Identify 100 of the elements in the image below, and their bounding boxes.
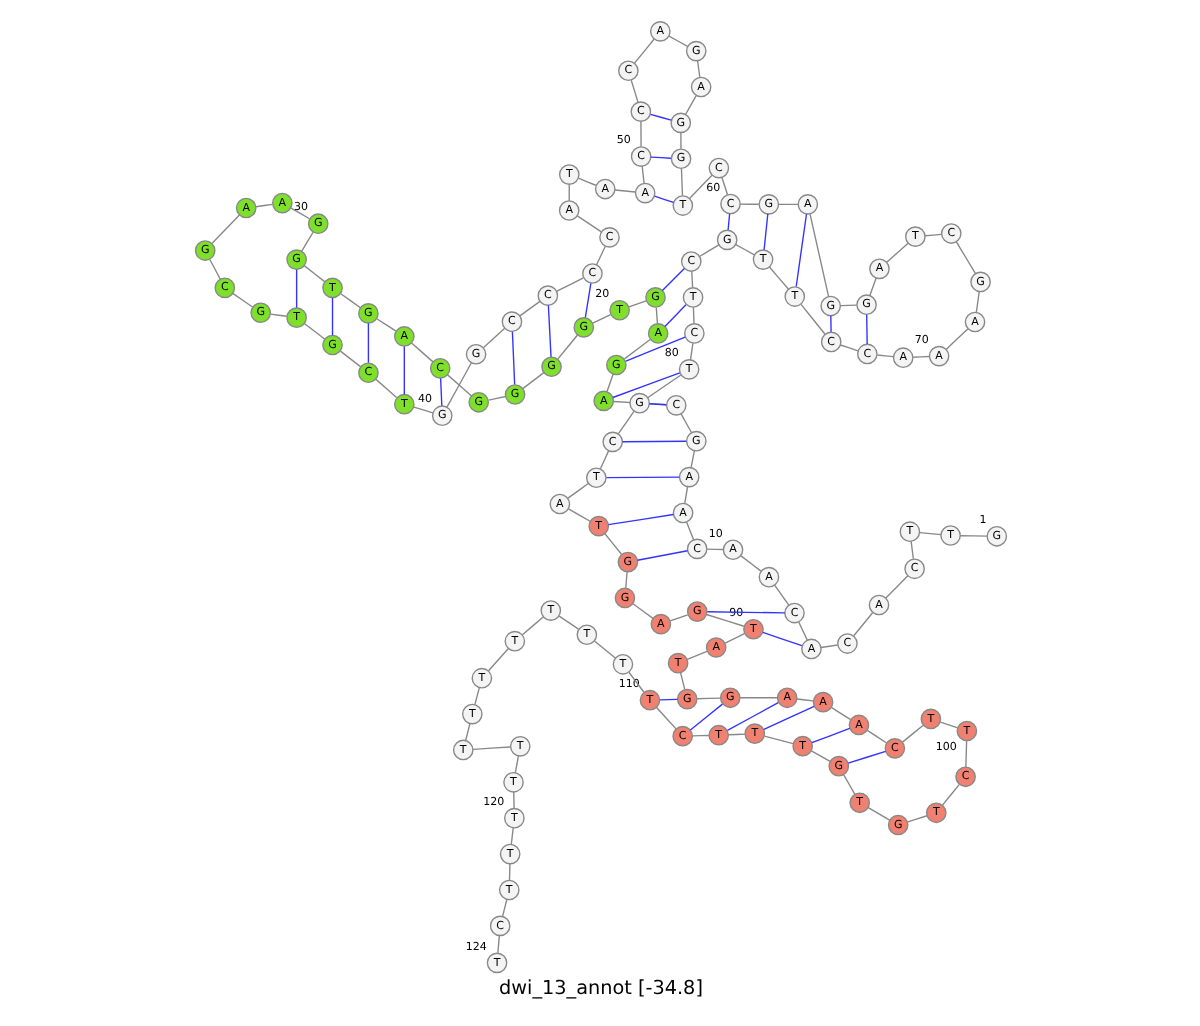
connector [518, 300, 540, 317]
connector [667, 35, 688, 48]
connector [776, 203, 798, 206]
connector [598, 450, 609, 470]
connector [481, 327, 505, 349]
connector [838, 304, 857, 307]
connector [649, 156, 671, 159]
connector [520, 616, 543, 636]
connector [906, 815, 927, 823]
connector [624, 571, 627, 589]
connector [738, 697, 778, 699]
connector [819, 644, 838, 649]
connector [679, 413, 692, 434]
connector [679, 132, 681, 150]
connector [691, 306, 694, 325]
connector [445, 362, 472, 408]
connector [338, 350, 361, 368]
connector [723, 632, 745, 644]
connector [940, 783, 960, 806]
connector [594, 245, 605, 266]
connector [938, 721, 958, 729]
connector [231, 292, 253, 308]
connector [865, 314, 867, 345]
connector [690, 270, 693, 289]
connector [797, 621, 807, 641]
connector [546, 304, 551, 358]
connector [654, 306, 658, 325]
connector [603, 533, 622, 556]
connector [294, 269, 297, 309]
connector [829, 315, 831, 333]
connector [900, 724, 923, 743]
connector [576, 177, 596, 186]
connector [958, 535, 987, 537]
connector [510, 331, 515, 386]
connector [208, 258, 220, 280]
connector [809, 750, 830, 762]
connector [738, 203, 759, 205]
connector [409, 342, 433, 363]
connector [557, 615, 579, 630]
connector [299, 231, 313, 252]
connector [885, 242, 908, 263]
connector [654, 706, 676, 730]
connector [629, 79, 638, 103]
connector [632, 38, 654, 64]
connector [884, 575, 908, 599]
connector [374, 378, 397, 399]
connector [689, 450, 695, 468]
connector [624, 336, 685, 362]
connector [683, 95, 696, 115]
connector [829, 706, 851, 721]
connector [622, 338, 650, 360]
connector [653, 195, 674, 204]
connector [697, 244, 719, 258]
connector [645, 374, 681, 399]
connector [734, 243, 755, 256]
connector [846, 750, 886, 764]
connector [911, 355, 929, 358]
connector [761, 631, 802, 647]
connector [679, 168, 683, 197]
connector [566, 508, 590, 522]
connector [739, 555, 761, 572]
connector [486, 395, 506, 401]
connector [762, 213, 768, 251]
connector [725, 702, 778, 732]
connector [663, 304, 686, 328]
connector [513, 755, 519, 774]
connector [631, 603, 653, 620]
connector [566, 482, 588, 499]
connector [302, 323, 325, 340]
connector [486, 648, 508, 672]
connector [875, 354, 894, 358]
connector [688, 342, 693, 361]
connector [720, 176, 728, 196]
connector [338, 292, 361, 309]
connector [402, 345, 404, 395]
connector [767, 266, 789, 290]
connector [583, 282, 591, 319]
connector [762, 735, 793, 745]
connector [923, 233, 941, 237]
connector [375, 318, 396, 332]
connector [799, 303, 825, 335]
connector [648, 113, 671, 121]
connector [647, 403, 666, 406]
connector [683, 485, 688, 504]
connector [685, 521, 694, 541]
connector [613, 189, 635, 193]
connector [473, 686, 480, 706]
connector [509, 827, 513, 845]
connector [944, 328, 968, 350]
connector [668, 614, 688, 622]
connector [974, 290, 979, 314]
connector [445, 374, 471, 397]
connector [660, 267, 685, 292]
connector [438, 377, 442, 407]
connector [810, 727, 850, 744]
connector [695, 697, 721, 700]
connector [210, 214, 240, 244]
connector [556, 334, 578, 360]
connector [620, 440, 686, 443]
connector [412, 406, 433, 414]
